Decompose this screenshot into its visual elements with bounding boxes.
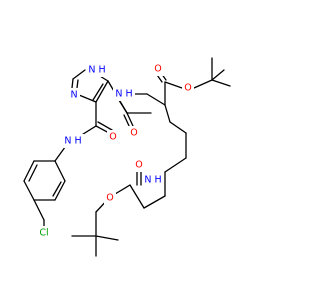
carbamate-o-double-label: O <box>135 160 142 171</box>
carbamate-nh-label: N H <box>144 175 161 186</box>
molecule-canvas: N H N N H O O O O N H Cl N H O O <box>23 57 231 257</box>
chemical-structure-diagram: N H N N H O O O O N H Cl N H O O <box>23 57 231 257</box>
imidazole-n-label: N <box>70 90 77 101</box>
carbamate-o-single-label: O <box>106 193 113 204</box>
amide-nh-left-label: N H <box>64 136 81 147</box>
imidazole-nh-label: N H <box>88 65 105 76</box>
chlorine-label: Cl <box>39 228 48 239</box>
ester-o-single-label: O <box>184 83 191 94</box>
amide-o-top-label: O <box>130 128 137 139</box>
amide-o-left-label: O <box>109 132 116 143</box>
ester-o-double-label: O <box>154 64 161 75</box>
amide-nh-top-label: N H <box>115 89 132 100</box>
atom-labels: N H N N H O O O O N H Cl N H O O <box>34 62 194 240</box>
